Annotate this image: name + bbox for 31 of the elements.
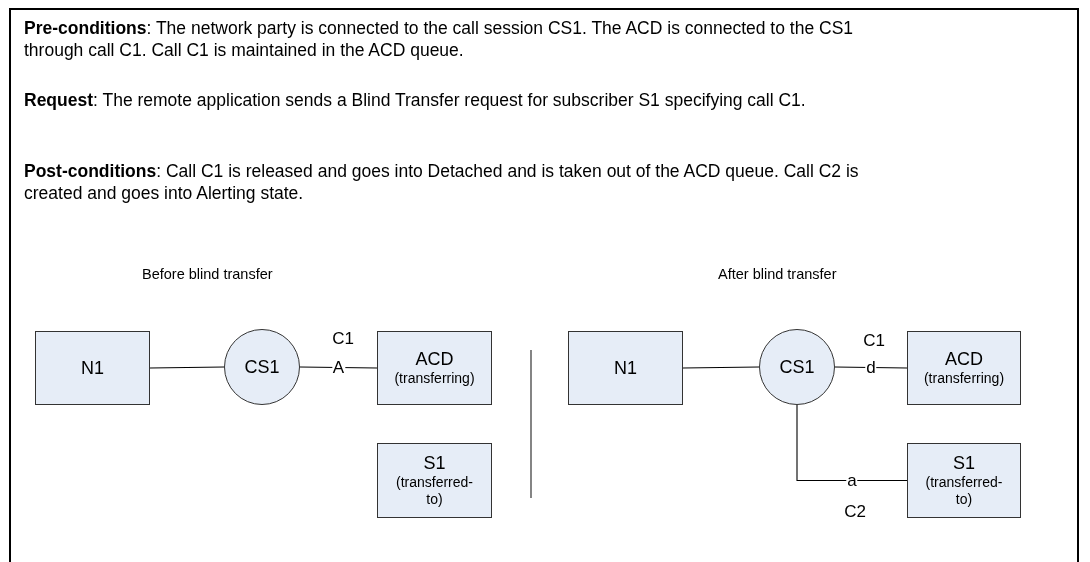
party-box xyxy=(377,331,492,405)
call-label: C1 xyxy=(863,331,885,351)
connector-line xyxy=(682,366,760,369)
node-title: ACD xyxy=(945,349,983,370)
node-role: (transferring) xyxy=(922,370,1006,387)
connector-line xyxy=(796,404,908,482)
party-box xyxy=(568,331,683,405)
paragraph: Post-conditions: Call C1 is released and goes into Detached and is taken out of the ACD queue. Call C2 is created and goes into Alerting state. xyxy=(24,160,860,204)
node-title: CS1 xyxy=(779,356,815,378)
party-box xyxy=(907,331,1021,405)
call-label: C1 xyxy=(332,329,354,349)
connector-line xyxy=(834,366,908,369)
node-title: S1 xyxy=(953,453,975,474)
paragraph: Request: The remote application sends a Blind Transfer request for subscriber S1 specifying call C1. xyxy=(24,89,807,111)
node-role: (transferring) xyxy=(393,370,476,387)
connector-line xyxy=(149,366,225,369)
party-box xyxy=(377,443,492,518)
paragraph: Pre-conditions: The network party is connected to the call session CS1. The ACD is connected to the CS1 through call C1. Call C1 is maintained in the ACD queue. xyxy=(24,17,855,61)
call-label: C2 xyxy=(844,502,866,522)
panel-caption: Before blind transfer xyxy=(142,266,273,282)
node-role: (transferred-to) xyxy=(395,474,474,508)
node-title: N1 xyxy=(614,357,637,379)
node-title: CS1 xyxy=(244,356,280,378)
party-box xyxy=(35,331,150,405)
node-role: (transferred-to) xyxy=(924,474,1004,508)
party-box xyxy=(907,443,1021,518)
connector-line xyxy=(299,366,378,369)
panel-caption: After blind transfer xyxy=(718,266,837,282)
node-title: N1 xyxy=(81,357,104,379)
node-title: ACD xyxy=(415,349,454,370)
node-title: S1 xyxy=(423,453,446,474)
